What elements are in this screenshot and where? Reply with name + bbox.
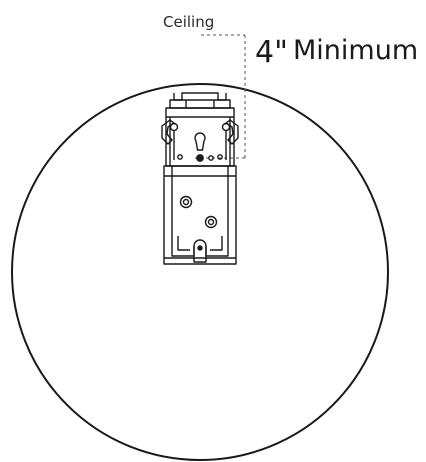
keyhole-slot [194, 132, 206, 151]
mounting-bracket [161, 92, 239, 265]
lower-screw [204, 215, 218, 229]
clearance-word: Minimum [293, 35, 418, 66]
mounting-circle [11, 83, 389, 461]
bracket-lower-body [163, 165, 237, 265]
clearance-value: 4" [255, 35, 288, 70]
bracket-top-block [169, 99, 231, 109]
center-screw-hole [196, 154, 204, 162]
bracket-top-cap [173, 92, 227, 101]
bracket-bottom-feet [171, 234, 229, 257]
clearance-dimension [195, 34, 246, 159]
upper-screw [179, 195, 193, 209]
bracket-bottom-tab [193, 239, 207, 263]
ceiling-label: Ceiling [163, 13, 214, 31]
